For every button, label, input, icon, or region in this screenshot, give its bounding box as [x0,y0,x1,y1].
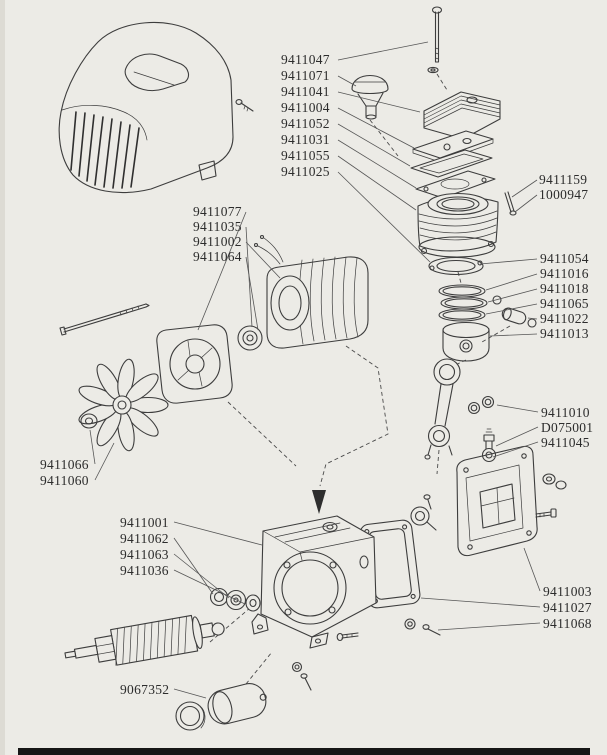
part-number-label: 9411159 [539,172,587,187]
cover-side-screw [535,508,557,518]
part-number-label: 9411016 [540,266,589,281]
capacitor-can [175,701,206,731]
part-number-label: 9411077 [193,204,242,219]
scan-edge-bottom [18,748,590,755]
part-number-label: 9411052 [281,116,330,131]
part-number-label: 9411047 [281,52,330,67]
part-number-label: 9411004 [281,100,330,115]
shim-rings [467,395,495,415]
part-number-label: 9411002 [193,234,242,249]
part-number-label: 9411062 [120,531,169,546]
connecting-rod [424,358,461,460]
cover-screw [235,99,254,112]
part-number-label: 9411060 [40,473,89,488]
plug-caps [542,473,567,490]
end-shield [156,324,233,404]
part-number-label: 9411041 [281,84,330,99]
part-number-label: 9411027 [543,600,592,615]
piston [442,321,490,362]
part-number-label: 1000947 [539,187,588,202]
part-number-label: 9411063 [120,547,169,562]
part-number-labels: 9411047 9411071 9411041 9411004 9411052 … [40,52,593,697]
front-bearing [237,325,263,351]
part-number-label: 9411071 [281,68,330,83]
intake-filter [351,75,389,120]
scan-edge-left [0,0,5,755]
part-number-label: 9411003 [543,584,592,599]
part-number-label: 9411031 [281,132,330,147]
stator [253,234,369,349]
unloader-fitting [481,428,497,463]
check-valve [410,494,437,531]
head-bolt [431,6,443,63]
part-number-label: 9411013 [540,326,589,341]
side-washer-screw [404,618,441,636]
part-number-label: 9411064 [193,249,242,264]
cylinder-head [423,91,501,140]
wrist-pin [492,295,537,328]
part-number-label: 9411018 [540,281,589,296]
stud-pin [504,191,517,216]
cylinder-base-gasket [428,256,484,276]
part-number-label: 9411068 [543,616,592,631]
bolt-washer [427,66,439,74]
part-number-label: 9411065 [540,296,589,311]
rotor [64,614,225,666]
part-number-label: 9411001 [120,515,169,530]
motor-cover [58,22,234,194]
bottom-washer-screw [291,661,312,691]
cover-vent-slats [70,111,140,189]
fan-washer [80,413,98,429]
part-number-label: 9411045 [541,435,590,450]
part-number-label: 9411022 [540,311,589,326]
capacitor [207,683,267,725]
part-number-label: 9411036 [120,563,169,578]
part-number-label: D075001 [541,420,593,435]
part-number-label: 9067352 [120,682,169,697]
valve-gasket [415,170,496,199]
assembly-dashed-lines [209,73,511,685]
assembly-arrow [312,490,326,514]
part-number-label: 9411035 [193,219,242,234]
base-screw [336,632,359,642]
side-cover [456,445,538,557]
part-number-label: 9411066 [40,457,89,472]
part-number-label: 9411054 [540,251,589,266]
long-through-bolt [59,303,150,336]
head-gasket [410,149,493,178]
part-number-label: 9411055 [281,148,330,163]
part-number-label: 9411025 [281,164,330,179]
leader-lines [89,41,541,699]
fan [78,358,169,452]
crankcase [251,515,377,649]
piston-rings [438,284,488,322]
part-number-label: 9411010 [541,405,590,420]
